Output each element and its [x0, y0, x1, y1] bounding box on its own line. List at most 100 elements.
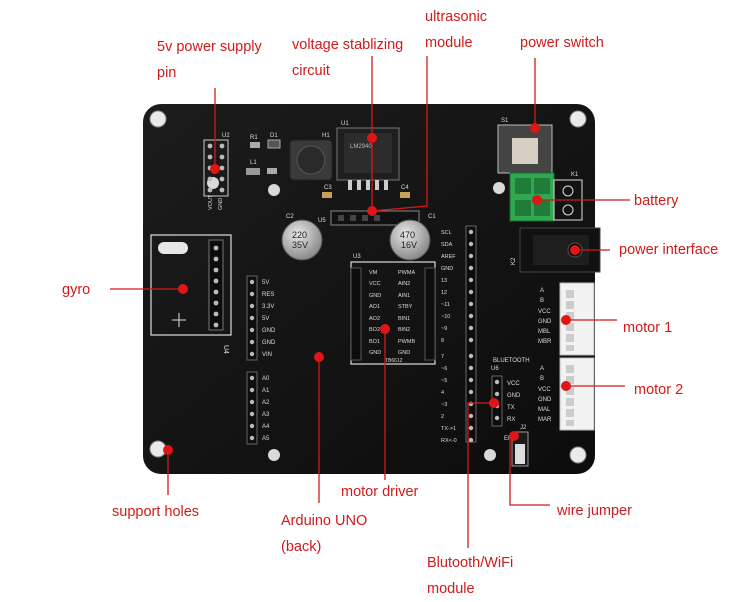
- silk-r1: R1: [250, 135, 258, 141]
- drv-r2: AIN1: [398, 293, 410, 299]
- dpin-0: SCL: [441, 230, 452, 236]
- cap2-voltage: 16V: [401, 240, 417, 250]
- label-support-holes: support holes: [112, 504, 200, 520]
- drv-l1: VCC: [369, 281, 381, 287]
- m1-pin1: B: [540, 298, 544, 304]
- drv-r1: AIN2: [398, 281, 410, 287]
- silk-j2: J2: [520, 425, 527, 431]
- m1-pin3: GND: [538, 319, 552, 325]
- callout-lines: [110, 56, 630, 548]
- dpin-8: ~9: [441, 326, 447, 332]
- label-motor-driver: motor driver: [341, 484, 419, 500]
- dpin-13: 4: [441, 390, 444, 396]
- bt-vcc: VCC: [507, 381, 520, 387]
- label-ultrasonic: ultrasonic module: [425, 9, 488, 51]
- label-5v-power-pin: 5v power supply pin: [157, 39, 262, 81]
- silk-u6: U6: [491, 366, 499, 372]
- power-switch-s1: S1: [497, 118, 553, 174]
- drv-r3: STBY: [398, 304, 413, 310]
- silk-c4: C4: [401, 185, 409, 191]
- m1-pin5: MBR: [538, 339, 552, 345]
- label-battery: battery: [634, 193, 679, 209]
- pin-a1: A1: [262, 388, 270, 394]
- gyro-module: U4: [150, 234, 232, 354]
- arduino-analog-pins: A0 A1 A2 A3 A4 A5: [246, 371, 270, 445]
- drv-l7: GND: [369, 350, 381, 356]
- ultrasonic-header: U5: [318, 210, 420, 226]
- pin-3v3: 3.3V: [262, 304, 274, 310]
- bt-rx: RX: [507, 417, 515, 423]
- drv-r5: BIN2: [398, 327, 410, 333]
- dpin-15: 2: [441, 414, 444, 420]
- dpin-4: 13: [441, 278, 447, 284]
- dpin-12: ~5: [441, 378, 447, 384]
- power-supply-header: U2 VOUT GND: [203, 133, 230, 210]
- drv-r0: PWMA: [398, 270, 415, 276]
- dpin-7: ~10: [441, 314, 450, 320]
- drv-l4: AO2: [369, 316, 380, 322]
- pin-gnd-b: GND: [262, 340, 276, 346]
- pin-res: RES: [262, 292, 274, 298]
- pin-a0: A0: [262, 376, 270, 382]
- m1-pin2: VCC: [538, 309, 551, 315]
- silk-j2-sub: ER: [504, 436, 513, 442]
- pin-5v-b: 5V: [262, 316, 269, 322]
- m1-pin0: A: [540, 288, 544, 294]
- pin-a2: A2: [262, 400, 270, 406]
- dpin-10: 7: [441, 354, 444, 360]
- silk-u2: U2: [222, 133, 230, 139]
- m2-pin2: VCC: [538, 387, 551, 393]
- m2-pin0: A: [540, 366, 544, 372]
- dpin-16: TX->1: [441, 426, 456, 432]
- pin-gnd-a: GND: [262, 328, 276, 334]
- drv-l3: AO1: [369, 304, 380, 310]
- label-gyro: gyro: [62, 282, 91, 298]
- dpin-9: 8: [441, 338, 444, 344]
- label-motor1: motor 1: [623, 320, 673, 336]
- small-caps: C3 C4 C1 C2: [286, 185, 436, 220]
- label-bluetooth-wifi: Blutooth/WiFi module: [427, 555, 514, 597]
- drv-chip: TB6612: [385, 358, 403, 364]
- silk-u5: U5: [318, 218, 326, 224]
- silk-gnd-u2: GND: [218, 198, 224, 210]
- cap2-value: 470: [400, 230, 415, 240]
- pin-5v-a: 5V: [262, 280, 269, 286]
- silk-vout: VOUT: [208, 194, 214, 210]
- m2-pin5: MAR: [538, 417, 552, 423]
- silk-u3: U3: [353, 254, 361, 260]
- pin-a5: A5: [262, 436, 270, 442]
- callout-dots: [163, 123, 580, 455]
- drv-l0: VM: [369, 270, 378, 276]
- drv-r6: PWMB: [398, 339, 415, 345]
- pin-a3: A3: [262, 412, 270, 418]
- dpin-6: ~11: [441, 302, 450, 308]
- silk-c1: C1: [428, 214, 436, 220]
- drv-l2: GND: [369, 293, 381, 299]
- silk-h1: H1: [322, 133, 330, 139]
- dpin-5: 12: [441, 290, 447, 296]
- inductor-h1: H1: [289, 133, 333, 181]
- silk-s1: S1: [501, 118, 509, 124]
- bt-gnd: GND: [507, 393, 521, 399]
- capacitor-c1: 470 16V: [389, 219, 431, 261]
- silk-chip: LM2940: [350, 144, 372, 150]
- voltage-regulator-u1: LM2940 U1: [336, 121, 400, 190]
- dpin-17: RX<-0: [441, 438, 457, 444]
- drv-l5: BO2: [369, 327, 380, 333]
- cap1-value: 220: [292, 230, 307, 240]
- arduino-digital-pins: SCL SDA AREF GND 13 12 ~11 ~10 ~9 8 7 ~6…: [441, 225, 477, 444]
- silk-bluetooth: BLUETOOTH: [493, 358, 530, 364]
- label-voltage-circuit: voltage stablizing circuit: [292, 37, 404, 79]
- silk-k1: K1: [571, 172, 579, 178]
- arduino-power-pins: 5V RES 3.3V 5V GND GND VIN: [246, 275, 276, 361]
- label-power-interface: power interface: [619, 242, 719, 258]
- label-arduino-uno: Arduino UNO (back): [281, 513, 368, 555]
- label-motor2: motor 2: [634, 382, 684, 398]
- battery-terminal-k1: K1: [509, 172, 583, 222]
- label-power-switch: power switch: [520, 35, 604, 51]
- drv-l6: BO1: [369, 339, 380, 345]
- dpin-1: SDA: [441, 242, 453, 248]
- drv-r7: GND: [398, 350, 410, 356]
- small-passives: R1 D1 L1: [246, 133, 281, 175]
